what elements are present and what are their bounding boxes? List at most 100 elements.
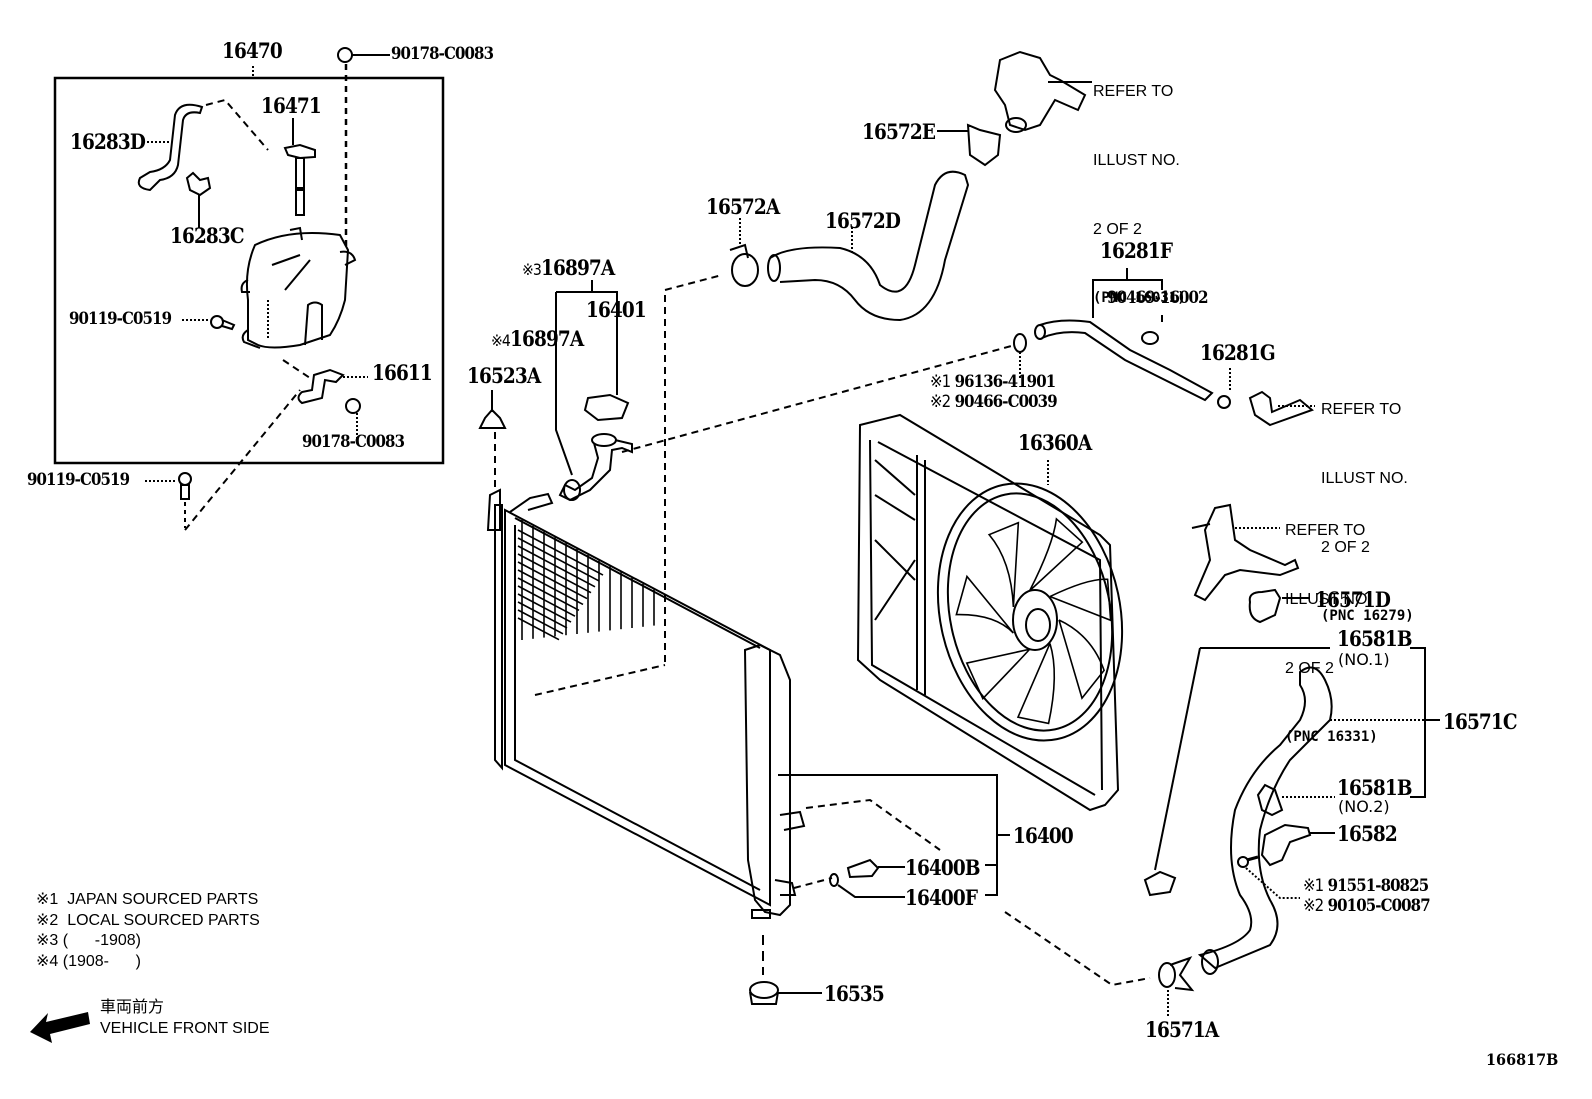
reference-note-16331[interactable]: REFER TO ILLUST NO. 2 OF 2 (PNC 16331) bbox=[1285, 473, 1378, 772]
label-16572d[interactable]: 16572D bbox=[825, 208, 901, 233]
label-16571c[interactable]: 16571C bbox=[1443, 709, 1518, 734]
label-16400b[interactable]: 16400B bbox=[905, 855, 981, 880]
fan-blade bbox=[956, 577, 1013, 634]
label-16581b-no2[interactable]: 16581B bbox=[1337, 775, 1413, 800]
label-16897a-4-text: 16897A bbox=[510, 326, 584, 351]
legend-item-3: ※3 ( -1908) bbox=[36, 932, 141, 949]
fin-line bbox=[518, 562, 587, 599]
label-90178-c0083-bottom[interactable]: 90178-C0083 bbox=[302, 432, 405, 452]
note-mark-1: ※1 bbox=[930, 372, 951, 392]
fan-blade bbox=[1059, 620, 1104, 698]
fan-shroud-16360a bbox=[858, 415, 1145, 810]
label-16400[interactable]: 16400 bbox=[1013, 823, 1074, 848]
label-96136-41901[interactable]: ※1 96136-41901 bbox=[930, 372, 1057, 392]
label-90469-16002[interactable]: 90469-16002 bbox=[1107, 288, 1209, 308]
label-16471[interactable]: 16471 bbox=[261, 93, 322, 118]
reference-line3: 2 OF 2 bbox=[1093, 221, 1142, 238]
vehicle-front-japanese: 車両前方 bbox=[100, 999, 165, 1016]
label-16611[interactable]: 16611 bbox=[372, 360, 433, 385]
fan-blade bbox=[989, 523, 1018, 607]
fin-line bbox=[518, 578, 579, 610]
label-16470[interactable]: 16470 bbox=[222, 38, 283, 63]
fin-line bbox=[518, 538, 599, 581]
fin-line bbox=[518, 530, 603, 575]
fin-line bbox=[518, 602, 567, 628]
label-16571a[interactable]: 16571A bbox=[1145, 1017, 1219, 1042]
radiator-cap-16401 bbox=[585, 395, 628, 420]
reference-line1: REFER TO bbox=[1093, 83, 1174, 100]
illustration-code: 166817B bbox=[1485, 1050, 1558, 1069]
bolt-90119-inside bbox=[182, 316, 234, 329]
vehicle-front-note: 車両前方 VEHICLE FRONT SIDE bbox=[100, 997, 270, 1039]
clamp-16572a bbox=[730, 218, 758, 286]
legend-item-2: ※2 LOCAL SOURCED PARTS bbox=[36, 911, 260, 929]
legend-item-1: ※1 JAPAN SOURCED PARTS bbox=[36, 891, 259, 908]
drain-plug-16400b bbox=[848, 860, 905, 877]
label-16581b-no2-sub: (NO.2) bbox=[1338, 797, 1390, 816]
label-bracket-16897a bbox=[556, 280, 617, 475]
note-mark-2: ※2 bbox=[930, 392, 951, 412]
label-16897a-4[interactable]: ※416897A bbox=[491, 326, 584, 351]
reference-line1: REFER TO bbox=[1285, 522, 1366, 539]
reference-line3: 2 OF 2 bbox=[1285, 660, 1334, 677]
label-16581b-no1[interactable]: 16581B bbox=[1337, 626, 1413, 651]
label-91551-80825[interactable]: ※1 91551-80825 bbox=[1303, 876, 1430, 896]
reference-note-16031[interactable]: REFER TO ILLUST NO. 2 OF 2 (PNC 16031) bbox=[1093, 34, 1186, 333]
label-16283d[interactable]: 16283D bbox=[70, 129, 146, 154]
fin-line bbox=[518, 570, 583, 604]
label-16897a-3[interactable]: ※316897A bbox=[522, 255, 615, 280]
note-mark-3: ※3 bbox=[522, 260, 542, 279]
clip-16581b-no1 bbox=[1145, 872, 1175, 895]
label-90105-c0087[interactable]: ※2 90105-C0087 bbox=[1303, 898, 1431, 915]
fan-blade bbox=[1018, 643, 1054, 723]
reference-line3: 2 OF 2 bbox=[1321, 539, 1370, 556]
vehicle-front-arrow-icon bbox=[30, 1012, 90, 1043]
reference-pnc: (PNC 16279) bbox=[1321, 608, 1414, 624]
reference-line1: REFER TO bbox=[1321, 401, 1402, 418]
bolt-90119-outside bbox=[145, 390, 300, 530]
cap-16471 bbox=[285, 118, 315, 215]
clip-16283c bbox=[187, 173, 210, 228]
fan-blades bbox=[956, 519, 1110, 723]
label-16582[interactable]: 16582 bbox=[1337, 821, 1398, 846]
label-16281f[interactable]: 16281F bbox=[1100, 238, 1173, 263]
label-90466-c0039[interactable]: ※2 90466-C0039 bbox=[930, 392, 1058, 412]
label-16897a-3-text: 16897A bbox=[541, 255, 615, 280]
label-16283c[interactable]: 16283C bbox=[170, 223, 245, 248]
bracket-16582 bbox=[1262, 825, 1335, 865]
clamp-96136 bbox=[1014, 334, 1026, 378]
label-16535[interactable]: 16535 bbox=[824, 981, 885, 1006]
label-16523a[interactable]: 16523A bbox=[467, 363, 541, 388]
legend-item-4: ※4 (1908- ) bbox=[36, 952, 141, 970]
reservoir-tank-16470 bbox=[242, 228, 355, 348]
label-16400f[interactable]: 16400F bbox=[905, 885, 978, 910]
reference-pnc: (PNC 16031) bbox=[1093, 290, 1186, 306]
reference-pnc: (PNC 16331) bbox=[1285, 729, 1378, 745]
reference-line2: ILLUST NO. bbox=[1093, 152, 1180, 169]
o-ring-16400f bbox=[830, 874, 905, 897]
reference-line2: ILLUST NO. bbox=[1321, 470, 1408, 487]
pipe-ref-16279 bbox=[1250, 392, 1315, 425]
fan-blade bbox=[967, 649, 1030, 698]
label-16571d[interactable]: 16571D bbox=[1315, 587, 1391, 612]
label-91551-80825-text: 91551-80825 bbox=[1327, 876, 1430, 896]
label-90178-c0083-top[interactable]: 90178-C0083 bbox=[391, 44, 494, 64]
radiator-dashed-links bbox=[495, 275, 1150, 985]
label-16360a[interactable]: 16360A bbox=[1018, 430, 1092, 455]
reference-note-16279[interactable]: REFER TO ILLUST NO. 2 OF 2 (PNC 16279) bbox=[1321, 352, 1414, 651]
bracket-16611 bbox=[283, 360, 368, 403]
label-16572a[interactable]: 16572A bbox=[706, 194, 780, 219]
label-90119-c0519-outside[interactable]: 90119-C0519 bbox=[27, 470, 130, 490]
cushion-16523a bbox=[480, 390, 505, 428]
clamp-90469 bbox=[1142, 315, 1162, 344]
inlet-ref-16331 bbox=[1192, 505, 1298, 600]
label-96136-41901-text: 96136-41901 bbox=[954, 372, 1057, 392]
label-16281g[interactable]: 16281G bbox=[1200, 340, 1276, 365]
label-16401[interactable]: 16401 bbox=[586, 297, 647, 322]
note-mark-1b: ※1 bbox=[1303, 876, 1324, 896]
label-90119-c0519-inside[interactable]: 90119-C0519 bbox=[69, 309, 172, 329]
label-16572e[interactable]: 16572E bbox=[862, 119, 936, 144]
fin-line bbox=[518, 546, 595, 587]
radiator-core-fins bbox=[518, 520, 654, 640]
reservoir-assembly-box bbox=[55, 66, 443, 463]
